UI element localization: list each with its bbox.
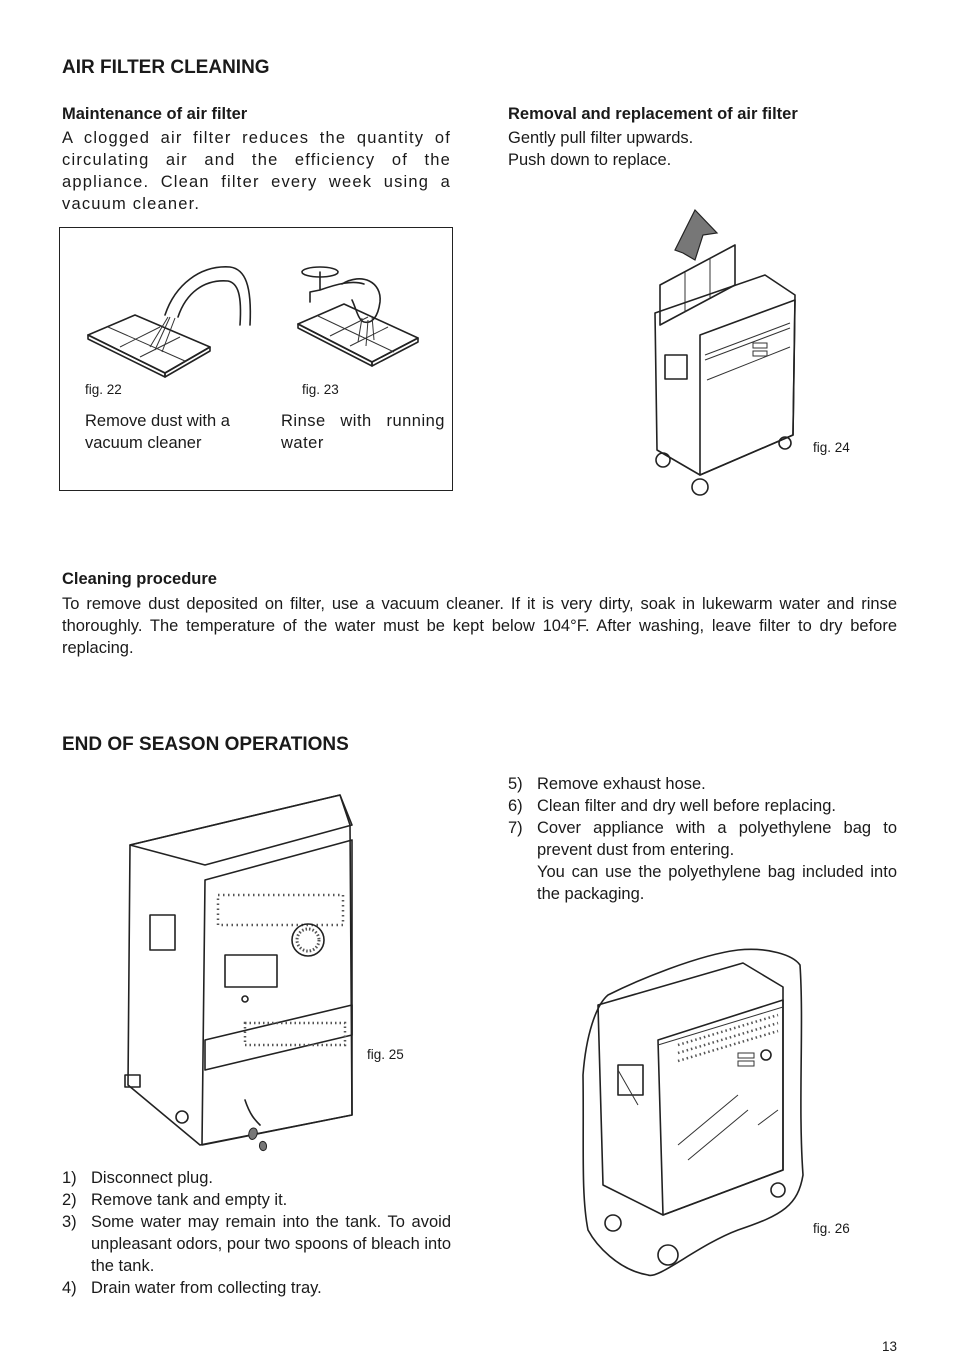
step-text: Remove tank and empty it. xyxy=(91,1191,288,1209)
cleaning-text: To remove dust deposited on filter, use … xyxy=(62,595,897,657)
page-number: 13 xyxy=(882,1339,898,1354)
cleaning-heading: Cleaning procedure xyxy=(62,570,217,588)
rinse-filter-illustration xyxy=(297,266,419,367)
section-title-air-filter: AIR FILTER CLEANING xyxy=(62,57,270,78)
step-text: Disconnect plug. xyxy=(91,1169,213,1187)
steps-list-right: 5) Remove exhaust hose. 6) Clean filter an… xyxy=(508,773,897,905)
step-number: 6) xyxy=(508,797,523,815)
maintenance-text: A clogged air filter reduces the quantit… xyxy=(62,129,451,213)
step-text: Cover appliance with a polyethylene bag … xyxy=(537,819,897,859)
fig-23-label: fig. 23 xyxy=(302,382,339,397)
list-item: 4) Drain water from collecting tray. xyxy=(62,1277,451,1299)
list-item: 1) Disconnect plug. xyxy=(62,1167,451,1189)
list-item: 3) Some water may remain into the tank. T… xyxy=(62,1211,451,1277)
step-number: 4) xyxy=(62,1279,77,1297)
appliance-draining-illustration xyxy=(124,794,353,1152)
maintenance-heading: Maintenance of air filter xyxy=(62,105,248,123)
appliance-covered-illustration xyxy=(582,948,804,1277)
section-title-end-of-season: END OF SEASON OPERATIONS xyxy=(62,734,349,755)
step-number: 5) xyxy=(508,775,523,793)
step-7-extra-text: You can use the polyethylene bag include… xyxy=(537,863,897,903)
step-text: Remove exhaust hose. xyxy=(537,775,706,793)
list-item: You can use the polyethylene bag include… xyxy=(508,861,897,905)
step-number: 2) xyxy=(62,1191,77,1209)
filter-removal-illustration xyxy=(654,208,796,496)
fig-24-label: fig. 24 xyxy=(813,440,850,455)
step-number: 3) xyxy=(62,1213,77,1231)
step-text: Clean filter and dry well before replaci… xyxy=(537,797,836,815)
list-item: 6) Clean filter and dry well before repla… xyxy=(508,795,897,817)
step-text: Drain water from collecting tray. xyxy=(91,1279,322,1297)
fig-22-caption: Remove dust with a vacuum cleaner xyxy=(85,412,230,452)
step-number: 7) xyxy=(508,819,523,837)
list-item: 2) Remove tank and empty it. xyxy=(62,1189,451,1211)
list-item: 5) Remove exhaust hose. xyxy=(508,773,897,795)
steps-list-left: 1) Disconnect plug. 2) Remove tank and emp… xyxy=(62,1167,451,1299)
fig-26-label: fig. 26 xyxy=(813,1221,850,1236)
removal-heading: Removal and replacement of air filter xyxy=(508,105,798,123)
fig-23-caption: Rinse with running water xyxy=(281,412,445,452)
figure-box-22-23 xyxy=(59,227,453,491)
fig-22-label: fig. 22 xyxy=(85,382,122,397)
list-item: 7) Cover appliance with a polyethylene ba… xyxy=(508,817,897,861)
fig-25-label: fig. 25 xyxy=(367,1047,404,1062)
step-text: Some water may remain into the tank. To … xyxy=(91,1213,451,1275)
removal-line-2: Push down to replace. xyxy=(508,151,672,169)
removal-line-1: Gently pull filter upwards. xyxy=(508,129,694,147)
vacuum-filter-illustration xyxy=(87,266,252,378)
step-number: 1) xyxy=(62,1169,77,1187)
